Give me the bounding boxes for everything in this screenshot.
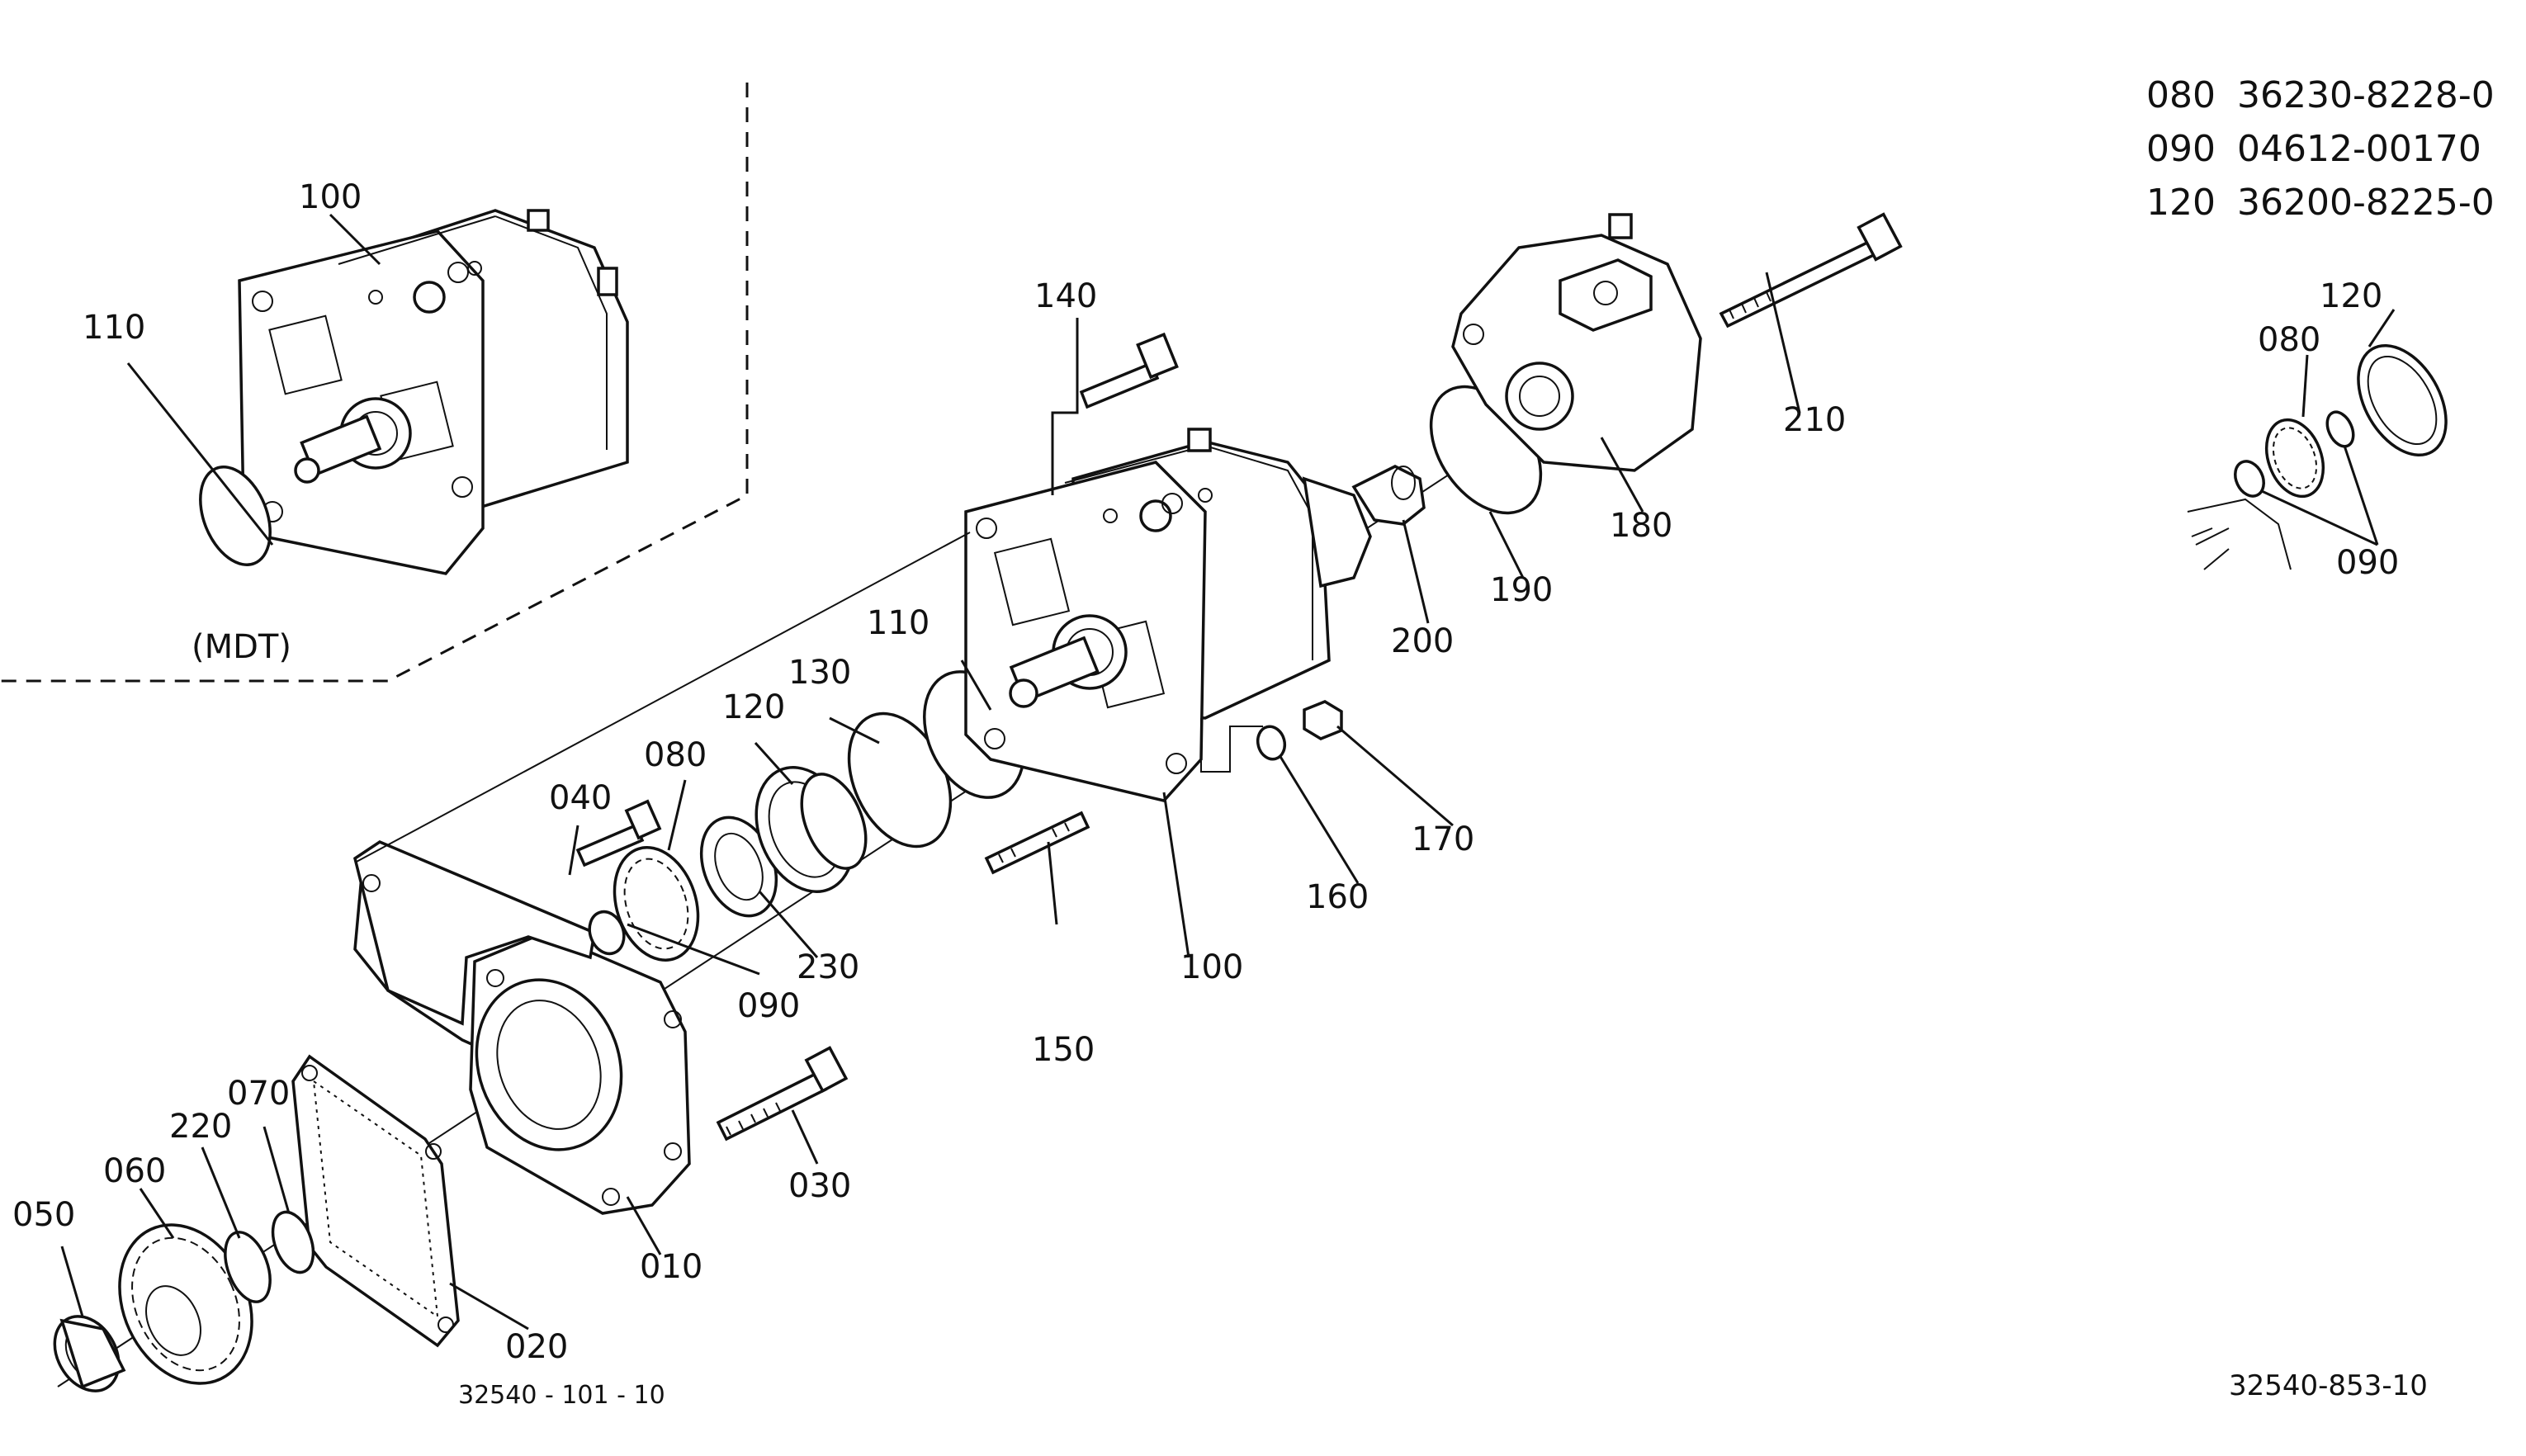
coupling-200 xyxy=(1351,465,1426,526)
detail-view: 120 080 090 xyxy=(2187,277,2448,582)
callout-140: 140 xyxy=(1034,277,1097,315)
callout-100-inset: 100 xyxy=(299,178,362,216)
inset-pump-body xyxy=(238,209,629,575)
callout-090: 090 xyxy=(737,987,800,1025)
callout-190: 190 xyxy=(1490,571,1553,609)
parts-list-number: 36200-8225-0 xyxy=(2237,182,2495,224)
gear-080 xyxy=(613,846,700,962)
callout-200: 200 xyxy=(1391,622,1454,660)
detail-gear-080 xyxy=(2264,418,2325,499)
inset-boundary xyxy=(0,83,749,683)
parts-list: 080 36230-8228-0 090 04612-00170 120 362… xyxy=(2146,74,2495,224)
callout-110-inset: 110 xyxy=(83,309,145,347)
shaft-outline xyxy=(2187,498,2292,570)
gasket-020 xyxy=(291,1054,460,1348)
parts-list-number: 36230-8228-0 xyxy=(2237,74,2495,116)
callout-130: 130 xyxy=(788,654,851,692)
callout-170: 170 xyxy=(1412,820,1474,858)
gear-060 xyxy=(118,1223,253,1385)
detail-circlip-090-b xyxy=(2325,410,2355,448)
detail-callout-090: 090 xyxy=(2336,544,2399,582)
bolt-210 xyxy=(1719,212,1903,329)
inset-o-ring-110 xyxy=(199,466,272,566)
ring-220 xyxy=(224,1231,272,1303)
mdt-inset: (MDT) 110 100 xyxy=(0,83,749,683)
callout-010: 010 xyxy=(640,1248,702,1286)
washer-160 xyxy=(1256,725,1287,761)
parts-list-ref: 090 xyxy=(2146,128,2216,170)
callout-120: 120 xyxy=(722,688,785,726)
nut-170 xyxy=(1303,700,1343,740)
parts-list-ref: 120 xyxy=(2146,182,2216,224)
seal-120 xyxy=(754,766,868,893)
callout-080: 080 xyxy=(644,736,707,774)
detail-callout-120: 120 xyxy=(2320,277,2382,315)
bolt-140 xyxy=(1079,332,1179,409)
callout-100: 100 xyxy=(1180,948,1243,986)
callout-070: 070 xyxy=(227,1075,290,1113)
collar-050 xyxy=(53,1315,126,1392)
detail-circlip-090-a xyxy=(2234,460,2265,498)
parts-list-number: 04612-00170 xyxy=(2237,128,2481,170)
callout-210: 210 xyxy=(1783,401,1846,439)
callout-060: 060 xyxy=(103,1152,166,1190)
leader-lines xyxy=(60,272,1801,1331)
parts-list-ref: 080 xyxy=(2146,74,2216,116)
detail-callout-080: 080 xyxy=(2258,321,2320,359)
callout-040: 040 xyxy=(549,779,612,817)
callout-160: 160 xyxy=(1306,878,1369,916)
inset-label-mdt: (MDT) xyxy=(192,628,291,666)
drawing-number-corner: 32540-853-10 xyxy=(2229,1369,2428,1402)
stud-150 xyxy=(984,811,1090,875)
callout-180: 180 xyxy=(1610,507,1672,545)
callout-150: 150 xyxy=(1032,1031,1095,1069)
callout-110: 110 xyxy=(867,604,930,642)
bolt-030 xyxy=(716,1046,849,1142)
circlip-070 xyxy=(271,1210,315,1274)
callout-labels: 140 210 180 190 200 110 130 120 080 040 … xyxy=(12,277,1846,1366)
circlip-090 xyxy=(588,910,626,956)
drawing-number-main: 32540 - 101 - 10 xyxy=(458,1381,665,1410)
detail-seal-120 xyxy=(2357,343,2448,457)
callout-030: 030 xyxy=(788,1167,851,1205)
bolt-040 xyxy=(575,799,662,867)
cover-180 xyxy=(1451,213,1702,472)
callout-220: 220 xyxy=(169,1108,232,1146)
pump-body-100 xyxy=(964,428,1372,802)
gear-case-plate xyxy=(353,840,596,1026)
callout-020: 020 xyxy=(505,1328,568,1366)
callout-050: 050 xyxy=(12,1196,75,1234)
callout-230: 230 xyxy=(797,948,859,986)
